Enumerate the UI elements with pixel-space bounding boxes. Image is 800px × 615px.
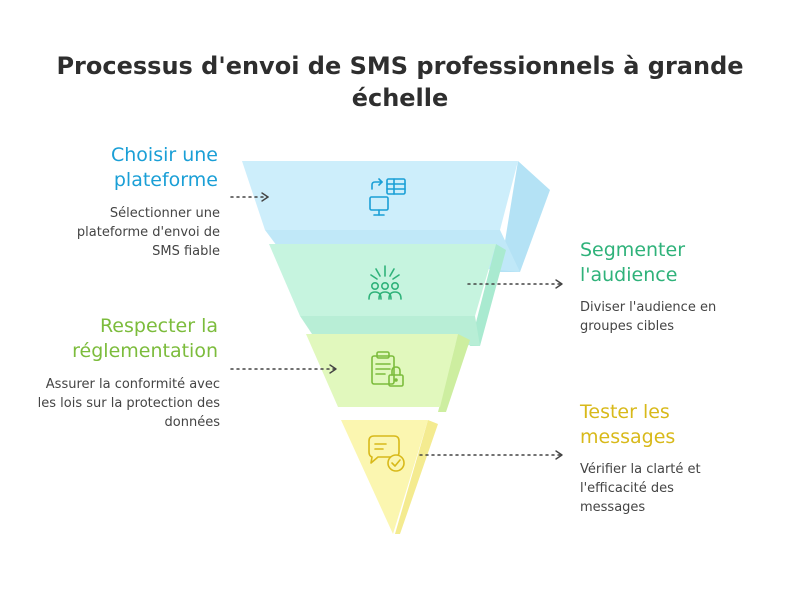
stage-4-description: Vérifier la clarté et l'efficacité des m… [580, 462, 701, 515]
stage-1-description: Sélectionner une plateforme d'envoi de S… [76, 206, 220, 259]
funnel-layer-2 [269, 244, 506, 346]
platform-select-icon [369, 178, 406, 216]
funnel-layer-3-front [306, 334, 458, 407]
funnel-layer-3 [306, 334, 470, 412]
compliance-clipboard-icon [371, 351, 404, 387]
funnel-layer-2-side [470, 244, 506, 346]
stage-2-description: Diviser l'audience en groupes cibles [580, 300, 717, 334]
stage-1-heading: Choisir une plateforme [110, 144, 218, 191]
page-title: Processus d'envoi de SMS professionnels … [56, 52, 744, 112]
funnel-layer-4 [341, 420, 438, 534]
stage-3-description: Assurer la conformité avec les lois sur … [37, 377, 220, 430]
funnel-layer-1-side [500, 161, 550, 272]
funnel-layer-1-front [242, 161, 518, 230]
stage-3-heading: Respecter la réglementation [72, 315, 218, 362]
funnel-layer-4-side [395, 420, 438, 534]
funnel-layer-3-side [438, 334, 470, 412]
stage-2-heading: Segmenter l'audience [580, 239, 686, 286]
message-check-icon [368, 435, 405, 472]
audience-segment-icon [368, 265, 402, 300]
stage-4-heading: Tester les messages [580, 401, 676, 448]
funnel-layer-2-front [269, 244, 496, 316]
funnel-layer-4-front [341, 420, 428, 534]
